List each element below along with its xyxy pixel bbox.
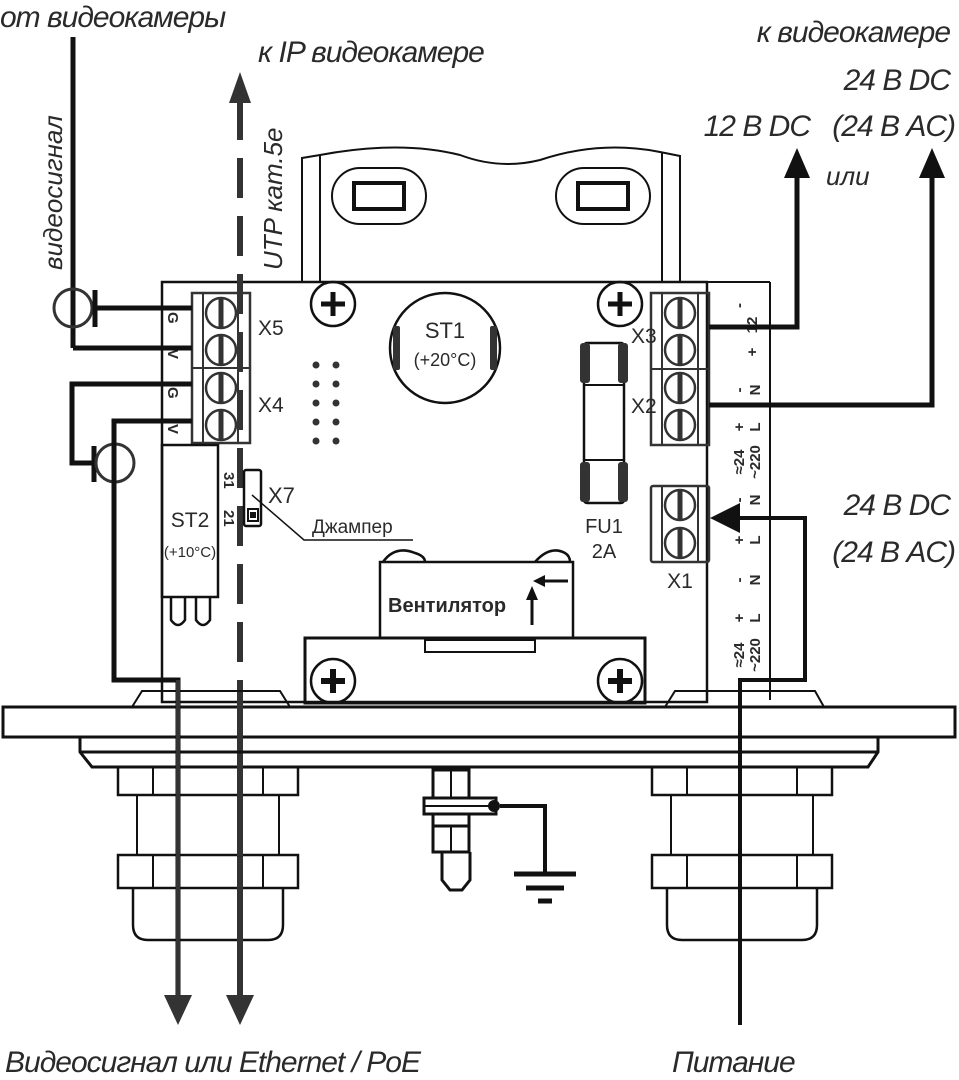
screw-icon [309, 657, 357, 705]
pin-label: + [731, 535, 748, 544]
pin-label: N [747, 385, 764, 396]
to-camera-label: к видеокамере [757, 16, 951, 49]
utp-label: UTP кат.5е [258, 127, 288, 270]
video-output-wiring [69, 381, 192, 1025]
video-input-wiring [52, 37, 192, 351]
pin-label: V [164, 424, 181, 434]
fu1-label: FU1 [585, 516, 623, 538]
screw-icon [596, 657, 644, 705]
header-pins [312, 361, 340, 445]
fan-label: Вентилятор [388, 595, 506, 617]
x3-label: X3 [631, 325, 657, 348]
ground-bolt [422, 768, 500, 892]
pin-label: G [164, 387, 181, 399]
st1-temp-label: (+20°C) [414, 350, 477, 370]
st1-label: ST1 [425, 318, 465, 343]
st2-label: ST2 [171, 509, 210, 532]
pin-label: + [744, 347, 761, 356]
jumper-x7: 31 21 X7 Джампер [220, 468, 413, 541]
pin-label: ~220 [747, 445, 764, 479]
utp-cable-line [226, 72, 254, 1025]
pin-label: 21 [220, 510, 237, 527]
thermostat-st1: ST1 (+20°C) [388, 291, 502, 405]
pin-label: N [747, 495, 764, 506]
camera-power-wiring [709, 148, 945, 408]
v12dc-output-label: 12 В DC [704, 110, 812, 143]
x2-label: X2 [631, 395, 657, 418]
jumper-label: Джампер [312, 517, 393, 538]
x1-label: X1 [667, 570, 693, 593]
screw-icon [309, 280, 357, 328]
from-camera-label: от видеокамеры [0, 1, 226, 34]
pin-label: - [731, 578, 748, 583]
pin-label: G [164, 312, 181, 324]
pin-label: L [747, 613, 764, 622]
power-pin-labels: - 12 + - N + L ≈24 ~220 - N + L - N + L … [707, 281, 771, 700]
or-label: или [826, 161, 870, 191]
v24dc-output-label: 24 В DC [843, 64, 952, 97]
fu1-rating-label: 2A [592, 541, 617, 563]
v24ac-input-label: (24 В AC) [832, 536, 955, 569]
x7-label: X7 [268, 483, 295, 508]
pin-label: 31 [220, 472, 237, 489]
st2-temp-label: (+10°C) [164, 544, 216, 561]
pin-label: - [731, 303, 748, 308]
thermostat-st2: ST2 (+10°C) [160, 443, 220, 627]
v24dc-input-label: 24 В DC [843, 489, 952, 522]
housing-base [1, 690, 957, 769]
pin-label: - [731, 388, 748, 393]
ground-symbol-icon [500, 804, 576, 904]
x4-label: X4 [258, 394, 284, 417]
pin-label: ≈24 [731, 642, 748, 668]
videosignal-label: видеосигнал [38, 115, 68, 270]
pin-label: ~220 [747, 638, 764, 672]
pin-label: ≈24 [731, 449, 748, 475]
pin-label: L [747, 535, 764, 544]
mounting-bracket [301, 146, 681, 282]
terminal-block-x3-x2: X3 X2 [631, 291, 711, 447]
terminal-block-x5-x4: X5 X4 G V G V [164, 291, 284, 445]
screw-icon [596, 280, 644, 328]
pin-label: + [731, 422, 748, 431]
fan-unit: Вентилятор [303, 549, 647, 705]
x5-label: X5 [258, 317, 284, 340]
pin-label: - [731, 498, 748, 503]
terminal-block-x1: X1 [649, 484, 711, 593]
video-ethernet-label: Видеосигнал или Ethernet / PoE [5, 1046, 422, 1079]
pin-label: L [747, 422, 764, 431]
fuse-fu1: FU1 2A [580, 341, 628, 563]
cable-gland-left [116, 765, 300, 942]
pin-label: N [747, 575, 764, 586]
power-label: Питание [672, 1046, 795, 1079]
v24ac-output-label: (24 В AC) [832, 110, 955, 143]
airflow-arrow-icon [526, 575, 568, 625]
pin-label: + [731, 613, 748, 622]
pin-label: V [164, 349, 181, 359]
to-ip-camera-label: к IP видеокамере [258, 36, 484, 69]
